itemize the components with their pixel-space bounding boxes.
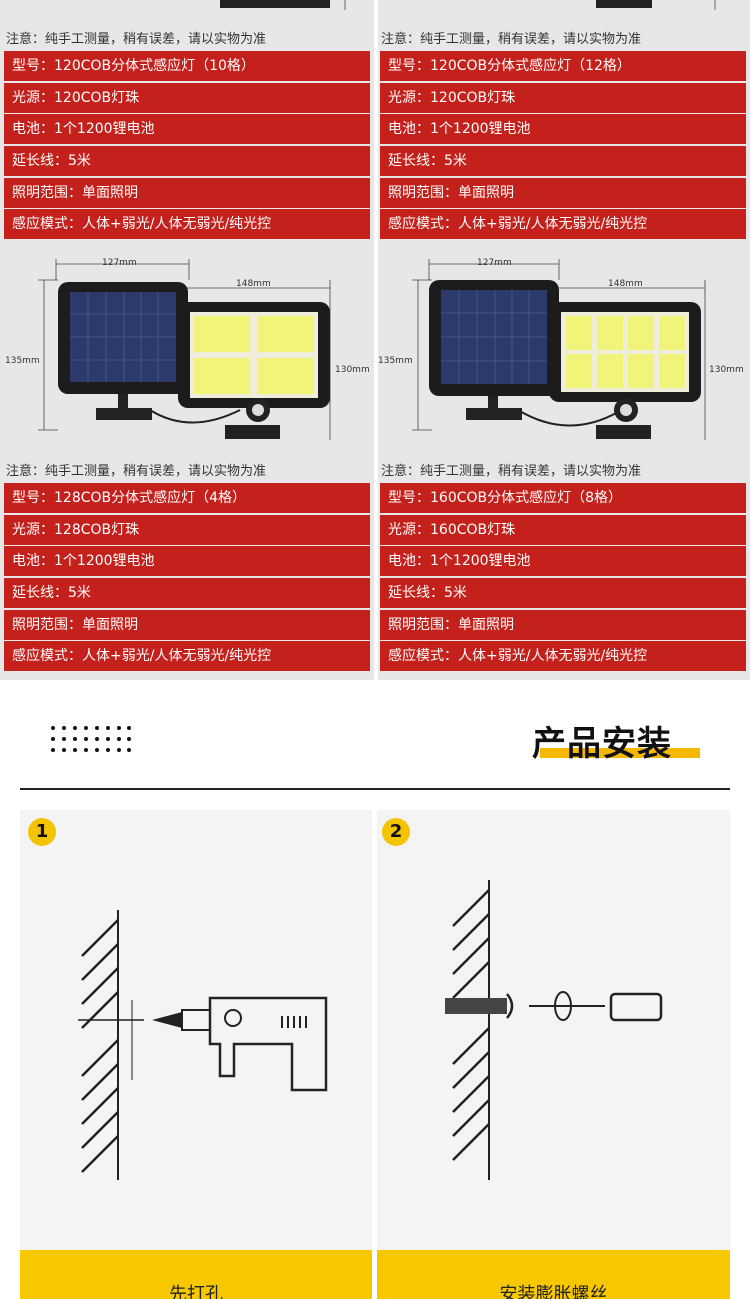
spec-sensor-mode: 感应模式：人体+弱光/人体无弱光/纯光控 [380,209,746,240]
spec-lighting-range: 照明范围：单面照明 [380,177,746,208]
spec-table-10-grid: 型号：120COB分体式感应灯（10格） 光源：120COB灯珠 电池：1个12… [4,51,370,241]
spec-model: 型号：120COB分体式感应灯（10格） [4,51,370,81]
step-1-caption: 先打孔 [169,1284,223,1299]
dim-panel-width: 127mm [102,258,137,268]
spec-model: 型号：160COB分体式感应灯（8格） [380,483,746,513]
step-2-caption: 安装膨胀螺丝 [499,1284,608,1299]
measurement-note: 注意：纯手工测量，稍有误差，请以实物为准 [381,464,642,479]
step-2-caption-bar [377,1250,730,1299]
dim-lamp-height: 130mm [335,365,370,375]
install-step-2-panel [377,810,730,1250]
title-highlight [540,748,700,758]
spec-model: 型号：120COB分体式感应灯（12格） [380,51,746,81]
dim-panel-width: 127mm [477,258,512,268]
dim-panel-height: 135mm [378,356,413,366]
product-image-top-left-cropped [220,0,346,10]
header-rule [20,788,730,790]
column-divider [374,0,378,680]
dim-lamp-height: 130mm [709,365,744,375]
spec-light-source: 光源：160COB灯珠 [380,514,746,545]
spec-lighting-range: 照明范围：单面照明 [380,609,746,640]
product-image-8-grid: 127mm 148mm 135mm 130mm [378,258,744,440]
spec-battery: 电池：1个1200锂电池 [380,114,746,145]
measurement-note: 注意：纯手工测量，稍有误差，请以实物为准 [381,32,642,47]
screwdriver-icon [445,880,663,1180]
step-1-caption-bar [20,1250,372,1299]
spec-table-12-grid: 型号：120COB分体式感应灯（12格） 光源：120COB灯珠 电池：1个12… [380,51,746,241]
measurement-note: 注意：纯手工测量，稍有误差，请以实物为准 [6,32,267,47]
spec-battery: 电池：1个1200锂电池 [4,546,370,577]
spec-sensor-mode: 感应模式：人体+弱光/人体无弱光/纯光控 [4,641,370,672]
spec-extension-cable: 延长线：5米 [380,578,746,609]
spec-battery: 电池：1个1200锂电池 [4,114,370,145]
spec-light-source: 光源：120COB灯珠 [4,82,370,113]
product-image-4-grid: 127mm 148mm 135mm 130mm [5,258,370,440]
spec-table-4-grid: 型号：128COB分体式感应灯（4格） 光源：128COB灯珠 电池：1个120… [4,483,370,673]
spec-light-source: 光源：120COB灯珠 [380,82,746,113]
step-number-badge: 1 [28,818,56,846]
spec-lighting-range: 照明范围：单面照明 [4,177,370,208]
spec-extension-cable: 延长线：5米 [4,146,370,177]
install-title: 产品安装 [532,724,672,764]
spec-table-8-grid: 型号：160COB分体式感应灯（8格） 光源：160COB灯珠 电池：1个120… [380,483,746,673]
spec-light-source: 光源：128COB灯珠 [4,514,370,545]
dim-panel-height: 135mm [5,356,40,366]
spec-model: 型号：128COB分体式感应灯（4格） [4,483,370,513]
drill-icon [78,910,328,1180]
measurement-note: 注意：纯手工测量，稍有误差，请以实物为准 [6,464,267,479]
step-number-badge: 2 [382,818,410,846]
spec-sensor-mode: 感应模式：人体+弱光/人体无弱光/纯光控 [380,641,746,672]
dot-grid-decoration [51,726,131,752]
spec-extension-cable: 延长线：5米 [4,578,370,609]
dim-lamp-width: 148mm [236,279,271,289]
install-section-header [0,680,750,790]
spec-sensor-mode: 感应模式：人体+弱光/人体无弱光/纯光控 [4,209,370,240]
dim-lamp-width: 148mm [608,279,643,289]
spec-battery: 电池：1个1200锂电池 [380,546,746,577]
spec-extension-cable: 延长线：5米 [380,146,746,177]
spec-lighting-range: 照明范围：单面照明 [4,609,370,640]
product-image-top-right-cropped [596,0,716,10]
